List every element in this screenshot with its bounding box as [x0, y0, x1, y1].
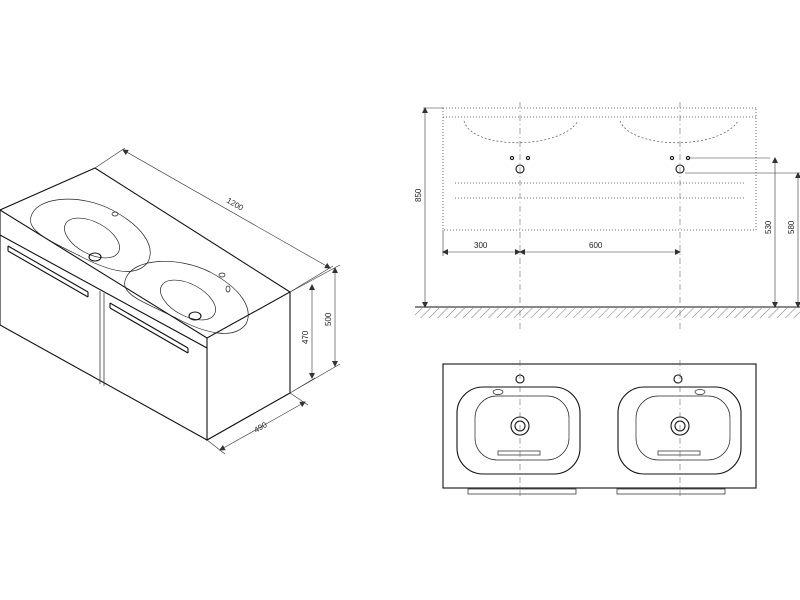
width-dimension-label: 1200 — [225, 196, 245, 213]
total-height-label: 500 — [324, 312, 333, 326]
floor-hatch — [415, 308, 800, 318]
left-drain-outlet — [515, 164, 525, 174]
left-basin-inner — [474, 395, 570, 461]
left-tap-hole — [111, 211, 119, 217]
right-base-strip — [616, 488, 726, 495]
right-door-handle — [109, 302, 189, 354]
left-overflow-top — [492, 389, 504, 395]
spacing-dimension-label: 600 — [589, 241, 603, 250]
left-basin-rim — [30, 198, 151, 272]
height-extension-lines — [289, 264, 341, 394]
right-overflow-top — [694, 389, 706, 395]
right-drain — [188, 311, 202, 321]
top-plan-view — [442, 360, 757, 496]
left-basin-bowl — [64, 217, 120, 259]
drain-height-label: 580 — [787, 220, 796, 234]
left-soap-slot — [497, 450, 541, 456]
front-face-outline — [0, 210, 291, 441]
right-basin-bowl — [160, 279, 216, 321]
left-basin-outer — [456, 386, 581, 475]
right-basin-inner — [635, 395, 731, 461]
top-surface-outline — [0, 167, 292, 339]
right-basin-hidden — [619, 120, 739, 143]
left-base-strip — [467, 488, 577, 495]
width-extension-lines — [94, 147, 334, 293]
cabinet-height-label: 470 — [301, 330, 310, 344]
left-hot-supply — [525, 155, 531, 161]
offset-dimension-label: 300 — [474, 241, 488, 250]
isometric-view: 1200 470 500 490 — [0, 147, 341, 455]
right-soap-slot — [657, 450, 701, 456]
overall-height-label: 850 — [414, 188, 423, 202]
left-cold-supply — [509, 155, 515, 161]
right-basin-outer — [617, 386, 742, 475]
cabinet-outline — [442, 107, 757, 231]
front-elevation-view: 850 530 580 300 600 — [414, 102, 800, 330]
left-door-handle — [7, 245, 89, 298]
countertop-outline — [442, 363, 757, 489]
door-divider — [99, 291, 105, 386]
supply-height-label: 530 — [764, 220, 773, 234]
right-tap-hole — [218, 272, 226, 278]
left-drain — [88, 252, 102, 262]
right-cold-supply — [669, 155, 675, 161]
right-drain-outlet — [675, 164, 685, 174]
right-hot-supply — [685, 155, 691, 161]
right-tap-hole-top — [673, 374, 683, 384]
cabinet-left-edge — [0, 235, 208, 441]
depth-dimension-line — [219, 401, 306, 451]
right-overflow — [225, 285, 231, 293]
depth-dimension-label: 490 — [253, 420, 270, 435]
left-basin-hidden — [463, 120, 579, 143]
width-dimension-line — [122, 149, 331, 269]
